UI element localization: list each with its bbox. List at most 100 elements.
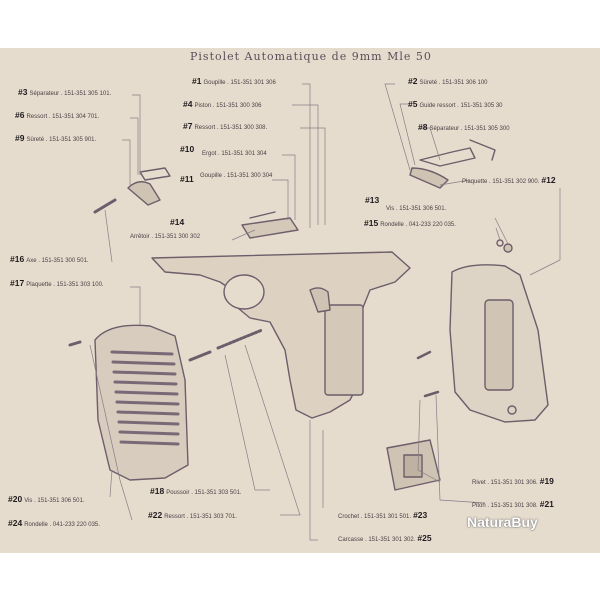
callout-23: Crochet . 151-351 301 501.#23 [338, 511, 427, 521]
callout-number: #12 [541, 175, 556, 185]
callout-number: #19 [539, 476, 554, 486]
callout-text: Vis . 151-351 306 501. [24, 498, 85, 504]
right-grip-slot [484, 299, 514, 391]
left-grip-ridges [110, 350, 180, 446]
callout-12: Plaquette . 151-351 302 900.#12 [462, 176, 556, 186]
callout-number: #17 [10, 278, 25, 288]
callout-text: Ressort . 151-351 303 701. [164, 514, 237, 520]
callout-19: Rivet . 151-351 301 306.#19 [472, 477, 554, 487]
callout-number: #14 [170, 217, 185, 227]
callout-text: Piton . 151-351 301 308. [472, 503, 538, 509]
callout-number: #2 [408, 76, 418, 86]
callout-21: Piton . 151-351 301 308.#21 [472, 500, 554, 510]
callout-text: Sûreté . 151-351 305 901. [26, 137, 97, 143]
callout-number: #16 [10, 254, 25, 264]
trigger-drawing [309, 287, 331, 313]
separateur-right-drawing [419, 147, 476, 167]
surete-left-drawing [127, 181, 161, 206]
callout-number: #18 [150, 486, 165, 496]
rivet-drawing [416, 350, 440, 398]
callout-text: Guide ressort . 151-351 305 30 [419, 103, 503, 109]
right-grip-screw [507, 405, 517, 415]
axe-drawing [93, 198, 117, 214]
callout-number: #9 [15, 133, 25, 143]
callout-text: Rondelle . 041-233 220 035. [380, 222, 456, 228]
leader-lines [89, 83, 561, 541]
callout-text: Ressort . 151-351 304 701. [26, 114, 100, 120]
callout-text: Rondelle . 041-233 220 035. [24, 522, 100, 528]
crochet-notch [403, 454, 423, 478]
callout-text: Crochet . 151-351 301 501. [338, 514, 412, 520]
callout-text: Séparateur . 151-351 305 101. [29, 91, 112, 97]
callout-number: #25 [417, 533, 432, 543]
watermark-logo: NaturaBuy [467, 514, 538, 530]
callout-number: #8 [418, 122, 428, 132]
rondelle-right-drawing [496, 239, 504, 247]
callout-number: #5 [408, 99, 418, 109]
callout-text: Rivet . 151-351 301 306. [472, 480, 538, 486]
sheet-title: Pistolet Automatique de 9mm Mle 50 [190, 50, 432, 63]
trigger-guard [223, 274, 265, 310]
callout-number: #11 [180, 174, 194, 184]
callout-number: #22 [148, 510, 163, 520]
callout-11-text: Goupille . 151-351 300 304 [200, 172, 272, 180]
callout-text: Goupille . 151-351 300 304 [200, 173, 273, 179]
ergot-drawing [249, 211, 276, 219]
callout-text: Séparateur . 151-351 305 300 [429, 126, 510, 132]
arretoir-drawing [241, 217, 299, 239]
callout-number: #13 [365, 195, 380, 205]
callout-number: #20 [8, 494, 23, 504]
callout-number: #1 [192, 76, 202, 86]
callout-number: #3 [18, 87, 28, 97]
callout-10-text: Ergot . 151-351 301 304 [202, 150, 267, 158]
callout-text: Goupille . 151-351 301 306 [203, 80, 276, 86]
callout-number: #24 [8, 518, 23, 528]
callout-text: Arrêtoir . 151-351 300 302 [130, 234, 201, 240]
vis-right-drawing [503, 243, 513, 253]
callout-text: Piston . 151-351 300 306 [194, 103, 262, 109]
callout-text: Plaquette . 151-351 302 900. [462, 179, 540, 185]
callout-text: Ressort . 151-351 300 308. [194, 125, 268, 131]
callout-number: #6 [15, 110, 25, 120]
separateur-left-drawing [139, 167, 171, 181]
surete-right-drawing [409, 167, 449, 189]
callout-11: #11 [180, 175, 196, 185]
callout-13-text: Vis . 151-351 306 501. [386, 205, 446, 213]
ressort-spring-drawing [216, 328, 264, 350]
callout-text: Carcasse . 151-351 301 302. [338, 537, 416, 543]
callout-number: #10 [180, 144, 195, 154]
guide-ressort-drawing [469, 139, 496, 161]
callout-14: #14 [170, 218, 186, 228]
callout-text: Vis . 151-351 306 501. [386, 206, 447, 212]
callout-number: #15 [364, 218, 379, 228]
callout-10: #10 [180, 145, 196, 155]
poussoir-drawing [188, 350, 212, 362]
frame-drawing [151, 251, 411, 419]
callout-14-text: Arrêtoir . 151-351 300 302 [130, 233, 200, 241]
vis-left-drawing [68, 340, 82, 347]
callout-13: #13 [365, 196, 381, 206]
callout-text: Poussoir . 151-351 303 501. [166, 490, 242, 496]
callout-number: #4 [183, 99, 193, 109]
callout-25: Carcasse . 151-351 301 302.#25 [338, 534, 432, 544]
callout-text: Sûreté . 151-351 306 100 [419, 80, 488, 86]
callout-text: Ergot . 151-351 301 304 [202, 151, 267, 157]
